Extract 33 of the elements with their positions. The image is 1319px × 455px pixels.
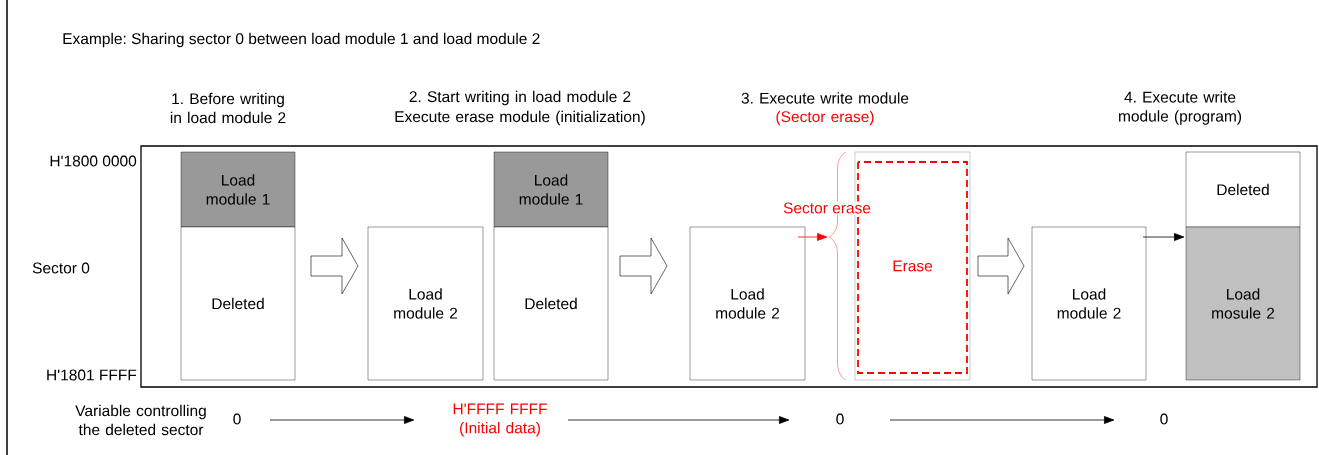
title: Example: Sharing sector 0 between load module 1 and load module 2 [63,32,540,48]
row-label: Sector 0 [32,262,90,274]
arrow [1142,233,1185,241]
step-heading: 1. Before writing in load module 2 [170,92,286,124]
arrow [269,416,415,424]
memory-block: Load module 2 [1031,226,1147,381]
block-arrow [619,237,668,295]
edge-label: Sector erase [782,201,872,215]
memory-block: Load module 2 [367,226,484,381]
memory-block: Load module 1 [180,151,296,228]
memory-block: Deleted [1185,151,1301,228]
step-heading: 2. Start writing in load module 2 [409,90,631,106]
memory-block: Deleted [493,226,609,381]
variable-value: 0 [836,413,844,425]
arrow [889,416,1115,424]
row-label: Variable controlling the deleted sector [75,404,206,436]
address-label: H'1801 FFFF [47,369,137,381]
memory-block: Deleted [180,226,296,381]
memory-block: Load mosule 2 [1185,226,1301,381]
variable-value: 0 [1160,413,1168,425]
arrow [567,416,790,424]
arrow [797,233,828,241]
variable-value: 0 [233,413,241,425]
step-heading: 4. Execute write module (program) [1119,91,1242,125]
memory-block: Load module 1 [493,151,609,228]
step-heading: (Sector erase) [776,110,874,126]
block-arrow [310,237,359,295]
address-label: H'1800 0000 [50,155,137,167]
step-heading: Execute erase module (initialization) [395,110,645,126]
block-arrow [977,237,1025,295]
step-heading: 3. Execute write module [741,92,909,104]
variable-value: H'FFFF FFFF (Initial data) [453,403,547,437]
memory-block: Load module 2 [689,226,806,381]
